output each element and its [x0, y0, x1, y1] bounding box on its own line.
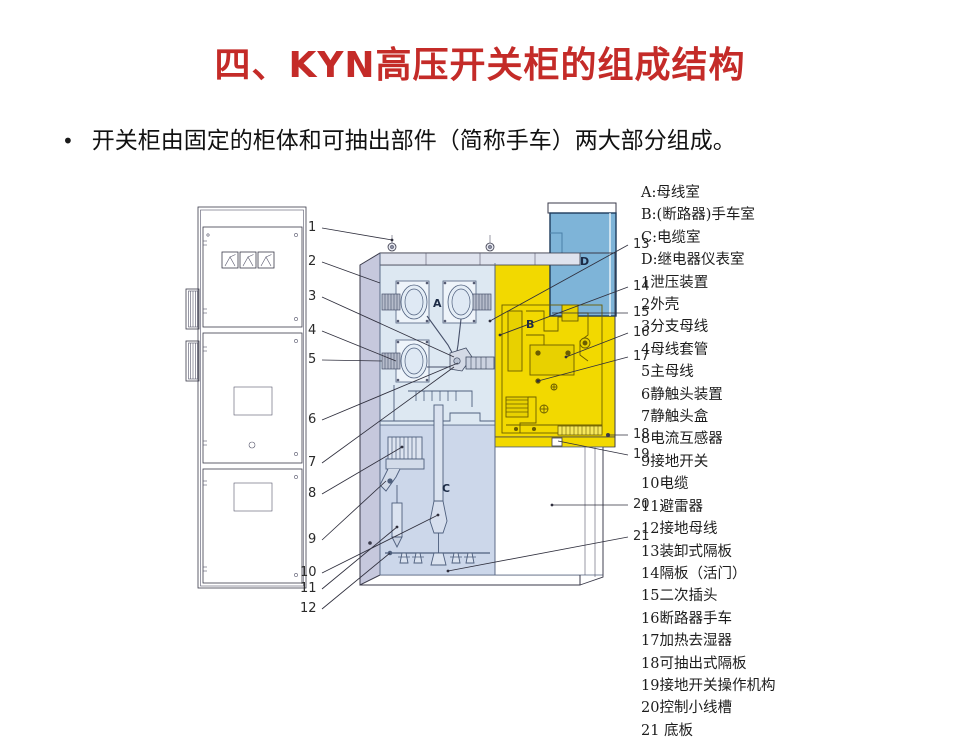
callout-12: 12: [300, 601, 317, 616]
callout-13: 13: [633, 237, 650, 252]
legend-item: 7静触头盒: [641, 409, 709, 426]
legend-item: 17加热去湿器: [641, 633, 732, 650]
page-title: 四、KYN高压开关柜的组成结构: [214, 45, 746, 86]
legend-item: B:(断路器)手车室: [641, 207, 755, 224]
callout-19: 19: [633, 447, 650, 462]
callout-8: 8: [308, 486, 317, 501]
legend-item: 1泄压装置: [641, 274, 709, 291]
callout-14: 14: [633, 279, 650, 294]
legend-item: 14隔板（活门）: [641, 565, 747, 582]
bullet-text: 开关柜由固定的柜体和可抽出部件（简称手车）两大部分组成。: [91, 128, 736, 154]
label-compartment-b: B: [526, 318, 534, 331]
legend-item: 4母线套管: [641, 341, 709, 358]
legend-item: A:母线室: [641, 185, 700, 201]
legend-item: 6静触头装置: [641, 386, 723, 403]
legend-item: 10电缆: [641, 476, 689, 493]
callout-3: 3: [308, 289, 317, 304]
legend-list: A:母线室 B:(断路器)手车室 C:电缆室 D:继电器仪表室 1泄压装置 2外…: [641, 182, 941, 742]
callout-18: 18: [633, 427, 650, 442]
legend-item: 20控制小线槽: [641, 700, 732, 717]
callout-1: 1: [308, 220, 317, 235]
callout-16: 16: [633, 325, 650, 340]
callout-11: 11: [300, 581, 317, 596]
callout-17: 17: [633, 349, 650, 364]
legend-item: 19接地开关操作机构: [641, 677, 776, 694]
callout-6: 6: [308, 412, 317, 427]
legend-item: 12接地母线: [641, 521, 718, 538]
legend-item: 15二次插头: [641, 588, 718, 605]
callout-2: 2: [308, 254, 317, 269]
legend-item: 9接地开关: [641, 453, 709, 470]
legend-item: C:电缆室: [641, 229, 701, 246]
callout-7: 7: [308, 455, 317, 470]
legend-item: D:继电器仪表室: [641, 252, 745, 269]
legend-item: 18可抽出式隔板: [641, 655, 747, 672]
callout-15: 15: [633, 305, 650, 320]
legend-item: 21 底板: [641, 722, 694, 739]
callout-9: 9: [308, 532, 317, 547]
label-compartment-c: C: [442, 482, 450, 495]
switchgear-front-elevation: [185, 205, 318, 590]
legend-item: 13装卸式隔板: [641, 543, 732, 560]
callout-10: 10: [300, 565, 317, 580]
bullet-row: • 开关柜由固定的柜体和可抽出部件（简称手车）两大部分组成。: [62, 127, 922, 155]
legend-item: 16断路器手车: [641, 610, 732, 627]
bullet-marker: •: [62, 129, 74, 153]
label-compartment-d: D: [580, 255, 589, 268]
label-compartment-a: A: [433, 297, 442, 310]
callout-4: 4: [308, 323, 317, 338]
legend-item: 5主母线: [641, 364, 694, 381]
callout-5: 5: [308, 352, 317, 367]
legend-item: 2外壳: [641, 297, 680, 314]
legend-item: 3分支母线: [641, 319, 709, 336]
callout-20: 20: [633, 497, 650, 512]
switchgear-cutaway-diagram: A B C D: [300, 185, 650, 615]
legend-item: 8电流互感器: [641, 431, 723, 448]
legend-item: 11避雷器: [641, 498, 703, 515]
callout-21: 21: [633, 529, 650, 544]
slide-canvas: 四、KYN高压开关柜的组成结构 • 开关柜由固定的柜体和可抽出部件（简称手车）两…: [62, 45, 922, 739]
